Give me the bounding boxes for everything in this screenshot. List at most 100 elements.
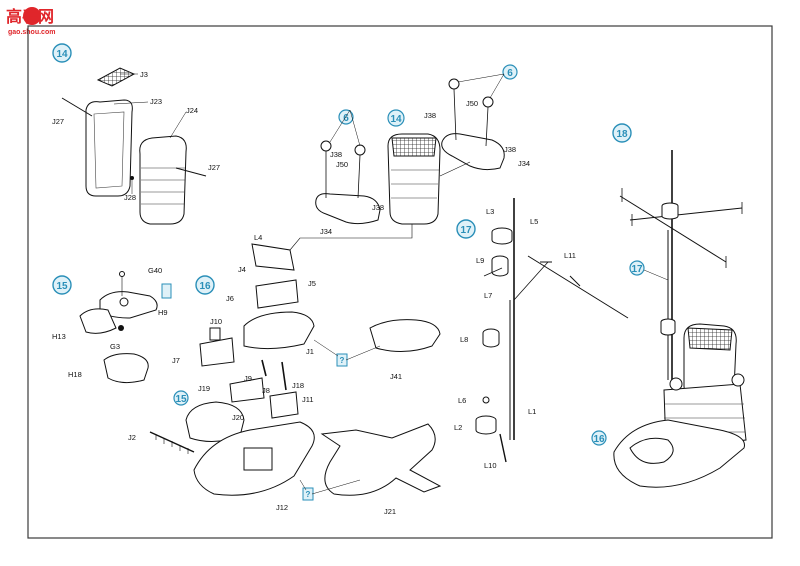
step-15-badge-mid: 15 — [173, 390, 189, 406]
part-l6 — [482, 396, 490, 404]
svg-text:17: 17 — [460, 225, 472, 236]
label-j19: J19 — [198, 384, 210, 393]
label-l8: L8 — [460, 335, 468, 344]
label-j34-left: J34 — [320, 227, 332, 236]
final-yard-lower — [619, 195, 727, 263]
step-14-badge-mid: 14 — [387, 109, 405, 127]
step-15-assembly: 15 G40 H9 H13 G3 H18 — [52, 266, 172, 384]
logo-emblem-icon — [23, 7, 41, 25]
svg-text:14: 14 — [390, 114, 402, 125]
label-j28: J28 — [124, 193, 136, 202]
part-g3-peg — [118, 325, 124, 331]
part-j9-block — [229, 377, 265, 403]
label-j24: J24 — [186, 106, 198, 115]
part-j3-grille — [96, 67, 136, 87]
part-j4-block — [255, 279, 299, 309]
label-j27-right: J27 — [208, 163, 220, 172]
step-17-assembly: 17 L3 L5 L9 L11 L7 L8 L6 L2 L1 L10 — [454, 198, 629, 470]
label-j41: J41 — [390, 372, 402, 381]
label-j4: J4 — [238, 265, 246, 274]
funnel-assembly: 6 14 J38 J50 J38 J34 6 J38 J50 J38 J3 — [289, 64, 530, 251]
label-l2: L2 — [454, 423, 462, 432]
step-14-badge: 14 — [52, 43, 72, 63]
label-j20: J20 — [232, 413, 244, 422]
svg-text:18: 18 — [616, 129, 628, 140]
callout-question-1: ? — [336, 353, 348, 367]
label-j18: J18 — [292, 381, 304, 390]
label-j3: J3 — [140, 70, 148, 79]
part-j21-deck — [320, 423, 442, 496]
callout-question-2: ? — [302, 487, 314, 501]
svg-text:6: 6 — [343, 113, 349, 124]
svg-text:15: 15 — [175, 394, 187, 405]
final-deck — [613, 419, 745, 488]
label-l7: L7 — [484, 291, 492, 300]
svg-text:15: 15 — [56, 281, 68, 292]
label-j34-right: J34 — [518, 159, 530, 168]
part-j23-frame — [85, 99, 133, 197]
step-17-badge-final: 17 — [629, 260, 645, 276]
label-j9: J9 — [244, 374, 252, 383]
svg-text:6: 6 — [507, 68, 513, 79]
part-h18-ring — [103, 353, 149, 384]
part-j27-pin-right — [175, 167, 207, 177]
part-h13-shield — [79, 308, 117, 334]
svg-text:14: 14 — [56, 49, 68, 60]
label-j50-left: J50 — [336, 160, 348, 169]
label-h9: H9 — [158, 308, 168, 317]
svg-text:?: ? — [306, 490, 311, 499]
label-j27-left: J27 — [52, 117, 64, 126]
part-l11-yard — [527, 255, 629, 319]
step-16-badge: 16 — [195, 275, 215, 295]
label-l6: L6 — [458, 396, 466, 405]
detail-box-icon — [161, 283, 172, 299]
step-6-badge-right: 6 — [502, 64, 518, 80]
label-l1: L1 — [528, 407, 536, 416]
part-j34-base-right — [441, 133, 505, 171]
svg-text:17: 17 — [631, 264, 643, 275]
label-h13: H13 — [52, 332, 66, 341]
page-frame — [27, 25, 773, 539]
siren-right-b — [482, 96, 494, 108]
part-g40-screw — [119, 271, 125, 277]
part-j18-block — [269, 391, 299, 419]
label-g40: G40 — [148, 266, 162, 275]
label-j38-left-b: J38 — [372, 203, 384, 212]
step-17-badge: 17 — [456, 219, 476, 239]
label-l5: L5 — [530, 217, 538, 226]
part-l2 — [475, 415, 497, 435]
part-j7-block — [199, 337, 235, 367]
site-logo: 高手网 gao.shou.com — [6, 7, 55, 36]
step-14-assembly: 14 J3 J23 J24 J27 J27 J28 — [52, 43, 220, 225]
part-j20-turret — [185, 401, 245, 442]
label-g3: G3 — [110, 342, 120, 351]
step-6-badge-left: 6 — [338, 109, 354, 125]
label-j38-right-b: J38 — [504, 145, 516, 154]
label-j21: J21 — [384, 507, 396, 516]
part-j1-deck — [243, 311, 315, 350]
label-j50-right: J50 — [466, 99, 478, 108]
label-l9: L9 — [476, 256, 484, 265]
label-j2: J2 — [128, 433, 136, 442]
step-16-assembly: 16 15 ? — [128, 233, 442, 516]
label-l10: L10 — [484, 461, 497, 470]
step-18-assembly: 18 16 17 — [591, 123, 747, 488]
svg-text:16: 16 — [199, 281, 211, 292]
siren-left-b — [354, 144, 366, 156]
svg-text:?: ? — [340, 356, 345, 365]
svg-text:16: 16 — [593, 434, 605, 445]
label-j7: J7 — [172, 356, 180, 365]
part-j27-pin-left — [61, 97, 93, 117]
label-j38-right: J38 — [424, 111, 436, 120]
part-l7 — [483, 267, 503, 277]
label-j8: J8 — [262, 386, 270, 395]
step-15-badge: 15 — [52, 275, 72, 295]
label-j5: J5 — [308, 279, 316, 288]
part-j34-base-left — [315, 193, 381, 225]
label-l4: L4 — [254, 233, 262, 242]
final-yard-upper — [629, 207, 743, 221]
siren-right-a — [448, 78, 460, 90]
step-16-badge-final: 16 — [591, 430, 607, 446]
label-j38-left: J38 — [330, 150, 342, 159]
